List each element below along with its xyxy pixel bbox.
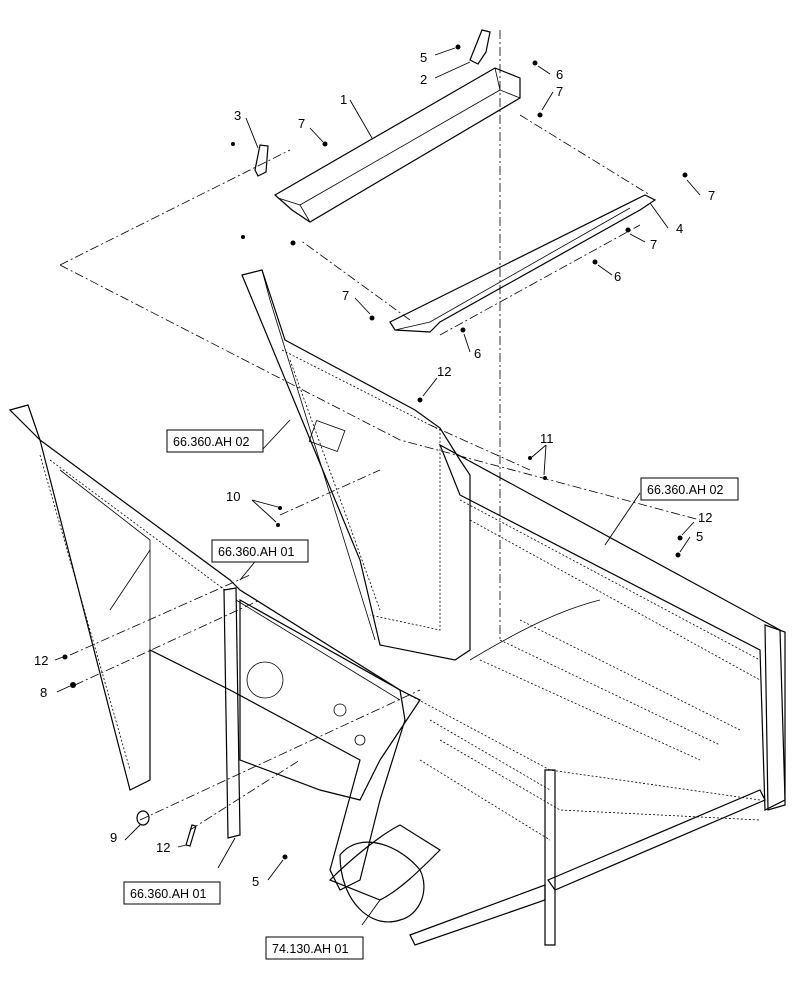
reference-boxes: 66.360.AH 02 66.360.AH 02 66.360.AH 01 6… [123,429,739,960]
callout-2: 2 [420,72,427,87]
front-left-frame [8,404,406,891]
fasteners [62,44,688,860]
callout-1: 1 [340,92,347,107]
bracket-part-3 [254,144,269,177]
callout-6-bottom: 6 [474,346,481,361]
ref-66360ah02-left: 66.360.AH 02 [173,435,249,449]
leader-lines [54,47,701,926]
rear-side-panel [241,269,471,661]
callout-5-right: 5 [696,529,703,544]
callout-labels: 5 2 6 7 1 3 7 7 4 7 6 7 6 12 11 10 12 5 … [34,50,715,889]
alignment-lines [59,30,701,831]
callout-5-top: 5 [420,50,427,65]
callout-7-left: 7 [342,288,349,303]
callout-12-left: 12 [34,653,48,668]
top-plate-part [273,67,521,223]
callout-11: 11 [540,431,554,446]
ref-box-66360ah01-bottom [123,881,221,905]
lower-plate-part [389,194,657,333]
right-frame-rail [438,443,786,811]
pin-part-12 [185,824,197,847]
callout-5-bottom: 5 [252,874,259,889]
callout-7-top-left: 7 [298,116,305,131]
front-floor-panel [239,598,421,801]
callout-4: 4 [676,221,683,236]
ref-box-66360ah02-left [166,429,264,453]
ref-box-74130ah01 [265,936,364,960]
ref-66360ah01-bottom: 66.360.AH 01 [130,887,206,901]
callout-7-right: 7 [708,188,715,203]
ref-66360ah02-right: 66.360.AH 02 [647,483,723,497]
callout-7-mid-right: 7 [650,237,657,252]
callout-12-bottom: 12 [156,840,170,855]
callout-7-top-right: 7 [556,84,563,99]
callout-6-top: 6 [556,67,563,82]
center-post [223,587,401,839]
callout-8: 8 [40,685,47,700]
callout-12-top: 12 [437,364,451,379]
callout-3: 3 [234,108,241,123]
front-right-upright [409,769,766,946]
callout-10: 10 [226,489,240,504]
auger-tube [328,824,441,923]
callout-6-mid: 6 [614,269,621,284]
washer-part-9 [136,810,150,826]
ref-box-66360ah01-top [211,539,309,563]
callout-9: 9 [110,830,117,845]
ref-66360ah01-top: 66.360.AH 01 [218,545,294,559]
ref-74130ah01: 74.130.AH 01 [272,942,348,956]
trough-floor [399,599,761,841]
ref-box-66360ah02-right [640,477,739,501]
callout-12-right: 12 [698,510,712,525]
bracket-part-2 [469,29,491,65]
